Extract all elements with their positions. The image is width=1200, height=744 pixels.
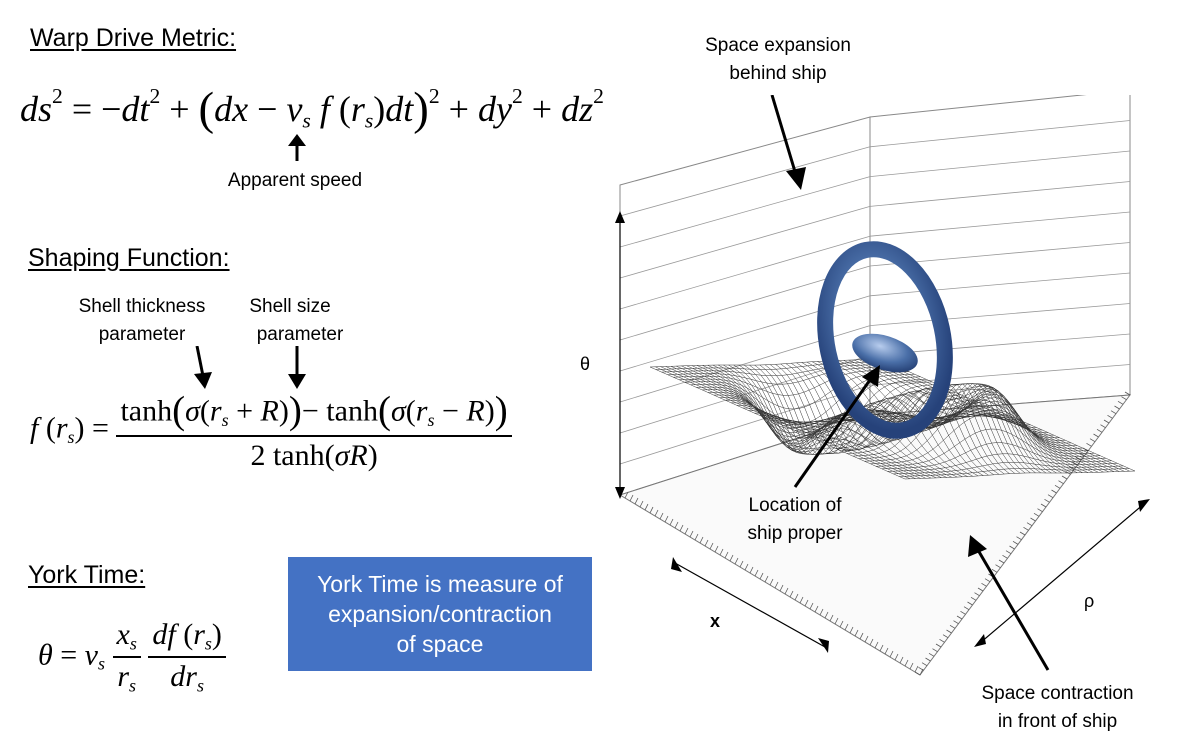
warp-ring [817, 241, 953, 439]
york-time-callout: York Time is measure of expansion/contra… [288, 557, 592, 671]
shell-size-label-1: Shell size [249, 296, 331, 317]
ship-location-label-2: ship proper [747, 523, 843, 544]
shaping-equation: f (rs) = tanh(σ(rs + R))− tanh(σ(rs − R)… [30, 388, 512, 473]
callout-line-3: of space [396, 631, 484, 657]
floor-ticks [619, 391, 1131, 676]
theta-axis [615, 211, 625, 499]
shell-thickness-arrow [194, 346, 212, 389]
contraction-label-1: Space contraction [981, 683, 1134, 704]
x-axis-label: x [710, 611, 720, 631]
shell-size-arrow [288, 346, 306, 389]
shell-thickness-label-2: parameter [98, 324, 186, 345]
contraction-arrow [968, 535, 1050, 671]
shell-size-label-2: parameter [256, 324, 344, 345]
york-heading: York Time: [28, 561, 146, 589]
expansion-arrow [770, 95, 806, 190]
apparent-speed-label: Apparent speed [227, 170, 363, 191]
expansion-label-1: Space expansion [705, 35, 851, 56]
x-axis [671, 557, 829, 653]
ship-body [852, 333, 918, 373]
theta-axis-label: θ [580, 354, 590, 374]
rho-axis-label: ρ [1084, 591, 1094, 611]
expansion-label-2: behind ship [729, 63, 827, 84]
ship-location-arrow [793, 365, 880, 488]
warp-surface-mesh [649, 358, 1136, 480]
metric-equation: ds2 = −dt2 + (dx − vs f (rs)dt)2 + dy2 +… [20, 83, 604, 135]
apparent-speed-arrow [288, 134, 306, 161]
shell-thickness-label-1: Shell thickness [78, 296, 206, 317]
contraction-label-2: in front of ship [997, 711, 1118, 732]
callout-line-2: expansion/contraction [328, 601, 552, 627]
metric-heading: Warp Drive Metric: [30, 24, 237, 52]
warp-surface-plot: θ x ρ [580, 95, 1150, 676]
shaping-heading: Shaping Function: [28, 244, 230, 272]
rho-axis [974, 499, 1150, 647]
callout-line-1: York Time is measure of [317, 571, 563, 597]
ship-location-label-1: Location of [748, 495, 842, 516]
